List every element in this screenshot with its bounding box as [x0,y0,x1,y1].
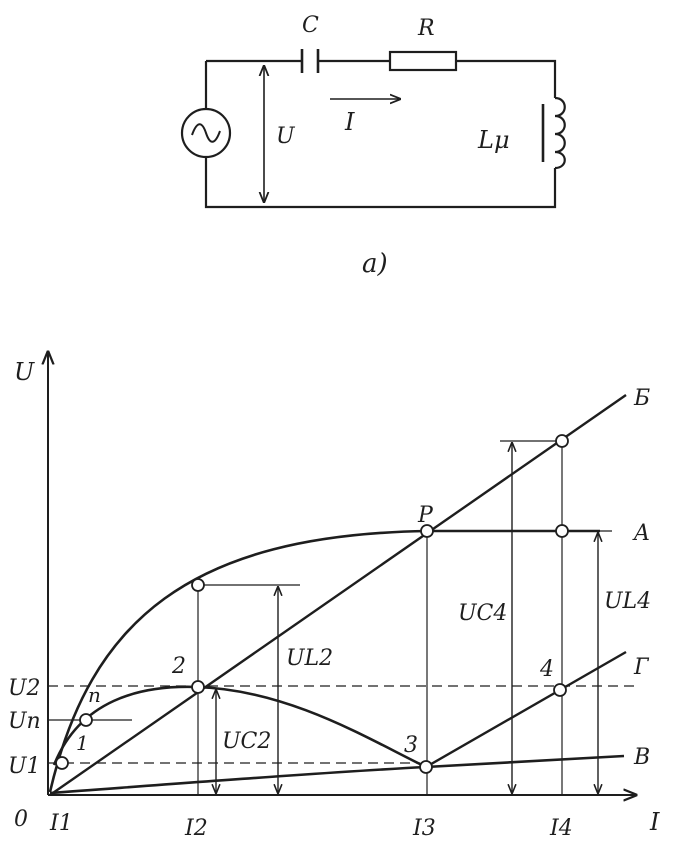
inductor-label: Lμ [477,126,510,154]
point-a-i2 [191,578,205,592]
sine-wave-icon [191,123,221,143]
ac-source [180,107,232,159]
x-axis-label: I [649,808,660,836]
inductor: Lμ [477,96,566,170]
curve-label-a: A [632,521,650,546]
circuit-caption: a) [362,249,388,279]
circuit-wire [204,59,557,209]
x-tick-i3: I3 [412,816,436,841]
point-2 [191,680,205,694]
point-label-3: 3 [404,733,418,758]
point-label-2: 2 [171,654,186,679]
point-4 [553,683,567,697]
y-tick-u1: U1 [8,754,41,779]
point-label-1: 1 [76,731,89,755]
y-tick-u2: U2 [8,676,41,701]
point-u1 [55,756,69,770]
origin-label: 0 [14,807,28,832]
resultant-curve [52,685,427,769]
point-b-i4 [555,434,569,448]
point-a-i4 [555,524,569,538]
point-label-4: 4 [539,657,554,682]
y-tick-un: Un [8,709,41,734]
capacitor-label: C [302,13,319,38]
y-axis-label: U [14,358,35,386]
current-label: I [344,108,355,136]
curve-b-line [49,394,627,796]
label-ul2: UL2 [286,646,333,671]
point-n [79,713,93,727]
curve-v [49,754,625,795]
label-uc2: UC2 [222,729,271,754]
curve-g-line [425,650,627,769]
point-3 [419,760,433,774]
label-ul4: UL4 [604,589,651,614]
circuit-diagram: C R Lμ U I a) [180,13,566,279]
point-label-p: P [417,503,434,528]
curve-label-g: Г [633,655,650,680]
marked-points [55,434,569,774]
dashed-guides [48,685,640,764]
x-tick-i4: I4 [549,816,573,841]
point-label-n: n [88,683,101,707]
x-tick-i2: I2 [184,816,208,841]
resistor-label: R [417,16,435,41]
capacitor: C [300,13,320,73]
curve-label-v: B [633,745,650,770]
curve-a [48,529,600,793]
label-uc4: UC4 [458,601,507,626]
characteristic-graph: U I 0 [8,352,660,841]
curve-label-b: Б [633,386,650,411]
x-tick-i1: I1 [49,811,73,836]
point-p [420,524,434,538]
voltage-label: U [276,124,296,149]
resistor: R [388,16,458,72]
